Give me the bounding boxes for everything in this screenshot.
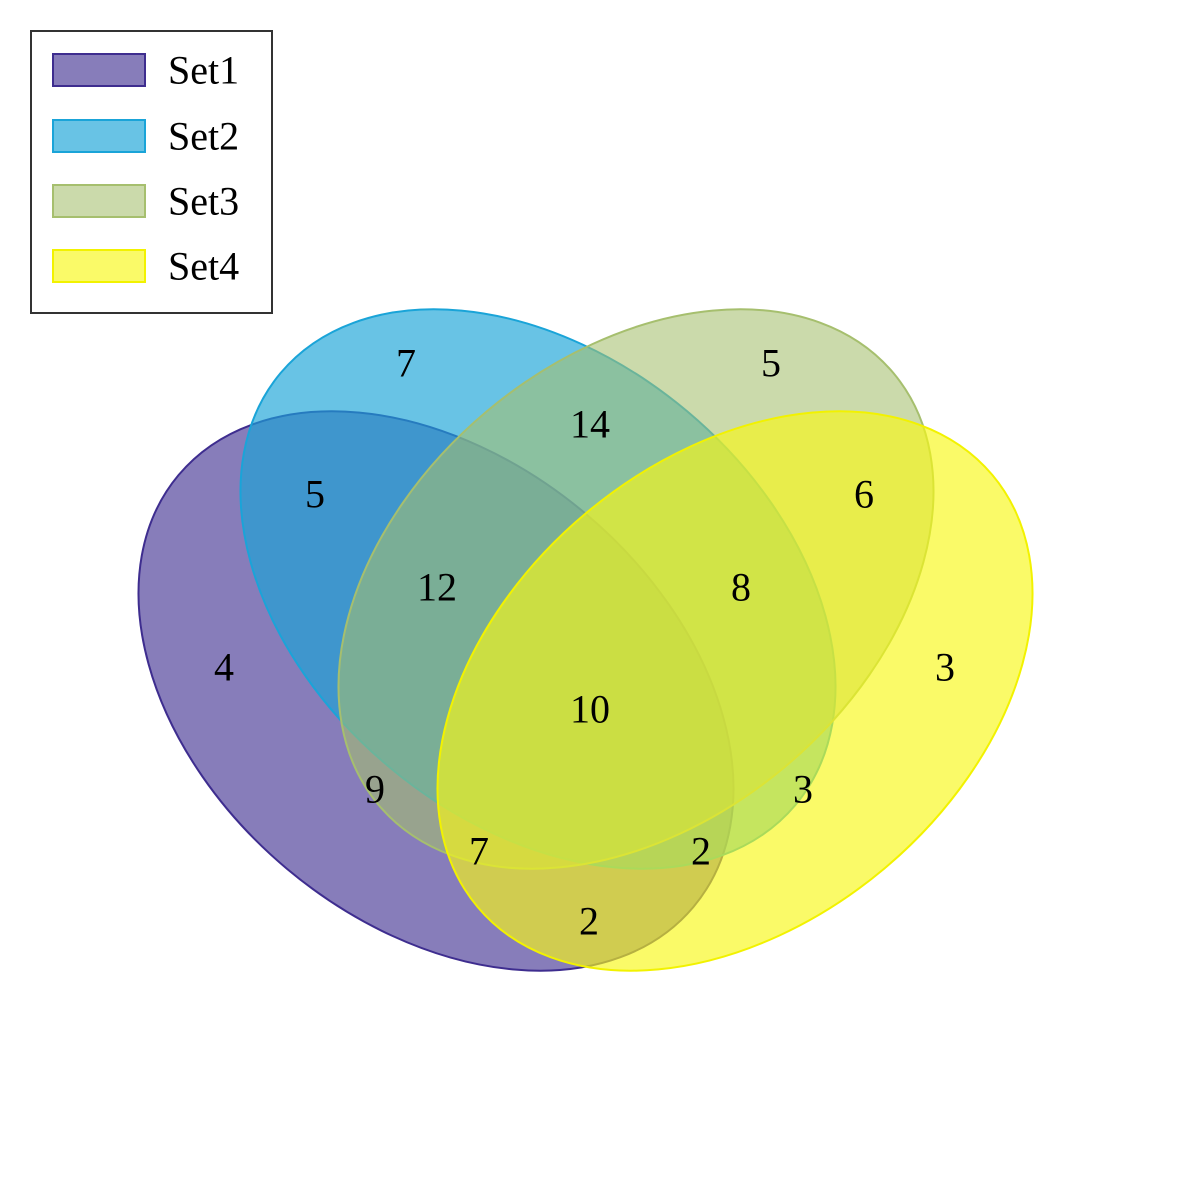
region-count-set4: 3	[935, 645, 955, 690]
region-count-set1-set4: 2	[579, 899, 599, 944]
legend-swatch-set1	[52, 53, 146, 87]
region-count-labels: 4 7 5 3 5 14 6 12 8 10 9 3 7 2 2	[214, 341, 955, 944]
legend-label-set1: Set1	[168, 48, 239, 93]
legend-label-set2: Set2	[168, 114, 239, 159]
legend-swatch-set4	[52, 249, 146, 283]
set-ellipses	[137, 308, 1034, 972]
set-ellipse-set4	[436, 410, 1034, 972]
region-count-set3-set4: 6	[854, 472, 874, 517]
region-count-set1: 4	[214, 645, 234, 690]
region-count-set2-set4: 3	[793, 767, 813, 812]
legend-swatch-set3	[52, 184, 146, 218]
region-count-set1-set3-set4: 7	[469, 829, 489, 874]
legend-label-set3: Set3	[168, 179, 239, 224]
region-count-set1-set2-set3-set4: 10	[570, 687, 610, 732]
legend-label-set4: Set4	[168, 244, 239, 289]
legend-swatch-set2	[52, 119, 146, 153]
region-count-set3: 5	[761, 341, 781, 386]
region-count-set2: 7	[396, 341, 416, 386]
region-count-set1-set2-set3: 12	[417, 565, 457, 610]
region-count-set2-set3: 14	[570, 402, 610, 447]
region-count-set1-set2-set4: 2	[691, 829, 711, 874]
region-count-set1-set2: 5	[305, 472, 325, 517]
region-count-set2-set3-set4: 8	[731, 565, 751, 610]
region-count-set1-set3: 9	[365, 767, 385, 812]
